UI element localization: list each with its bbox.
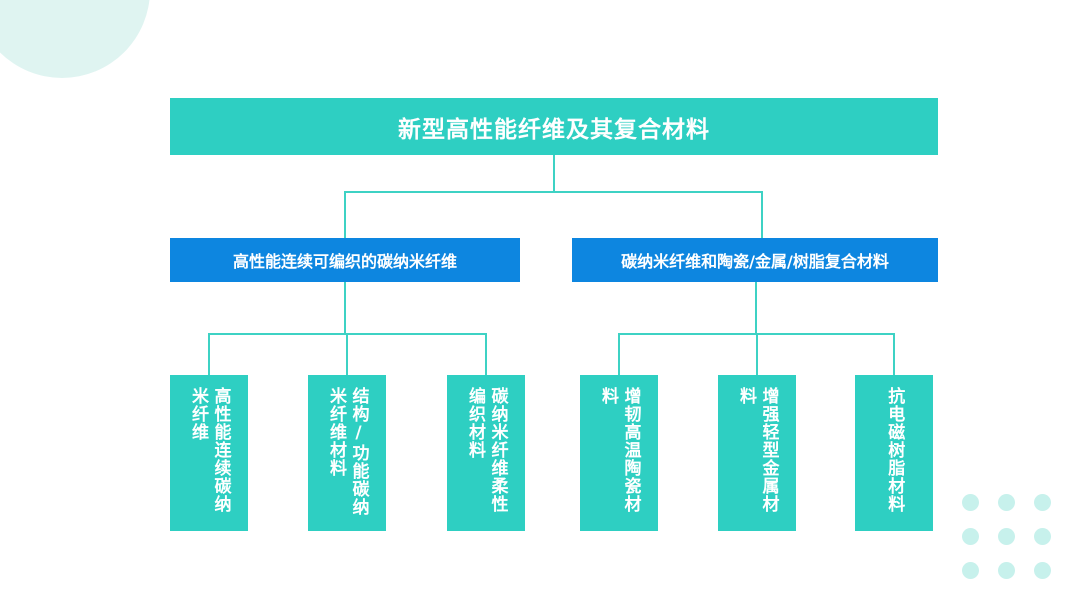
branch-label-left: 高性能连续可编织的碳纳米纤维 [232,252,457,271]
decorative-dot [998,494,1015,511]
leaf-label-0: 高性能连续碳纳米纤维 [188,387,231,513]
diagram-title-label: 新型高性能纤维及其复合材料 [398,116,710,143]
decorative-dot [962,562,979,579]
decorative-dot [1034,562,1051,579]
connector-right-branch-stem [755,282,757,334]
leaf-label-5: 抗电磁树脂材料 [884,387,905,513]
leaf-box-3[interactable]: 增韧高温陶瓷材料 [580,375,658,531]
connector-to-leaf-0 [208,333,210,375]
branch-label-right: 碳纳米纤维和陶瓷/金属/树脂复合材料 [621,252,889,271]
leaf-label-2: 碳纳米纤维柔性编织材料 [465,387,508,513]
leaf-label-4: 增强轻型金属材料 [736,387,779,513]
leaf-box-1[interactable]: 结构/功能碳纳米纤维材料 [308,375,386,531]
connector-to-leaf-2 [485,333,487,375]
connector-to-branch-left [344,191,346,238]
leaf-label-1: 结构/功能碳纳米纤维材料 [326,387,369,516]
leaf-box-4[interactable]: 增强轻型金属材料 [718,375,796,531]
diagram-title-box[interactable]: 新型高性能纤维及其复合材料 [170,98,938,155]
decorative-circle [0,0,150,78]
connector-title-stem [553,155,555,192]
decorative-dot-grid [962,494,1070,596]
connector-to-leaf-1 [346,333,348,375]
leaf-box-5[interactable]: 抗电磁树脂材料 [855,375,933,531]
leaf-label-3: 增韧高温陶瓷材料 [598,387,641,513]
connector-to-leaf-5 [893,333,895,375]
leaf-box-2[interactable]: 碳纳米纤维柔性编织材料 [447,375,525,531]
connector-to-leaf-3 [618,333,620,375]
decorative-dot [962,494,979,511]
decorative-dot [1034,494,1051,511]
branch-box-right[interactable]: 碳纳米纤维和陶瓷/金属/树脂复合材料 [572,238,938,282]
decorative-dot [962,528,979,545]
connector-left-branch-stem [344,282,346,334]
leaf-box-0[interactable]: 高性能连续碳纳米纤维 [170,375,248,531]
connector-branch-bus [344,191,763,193]
branch-box-left[interactable]: 高性能连续可编织的碳纳米纤维 [170,238,520,282]
decorative-dot [998,562,1015,579]
decorative-dot [998,528,1015,545]
decorative-dot [1034,528,1051,545]
connector-to-branch-right [761,191,763,238]
connector-to-leaf-4 [756,333,758,375]
